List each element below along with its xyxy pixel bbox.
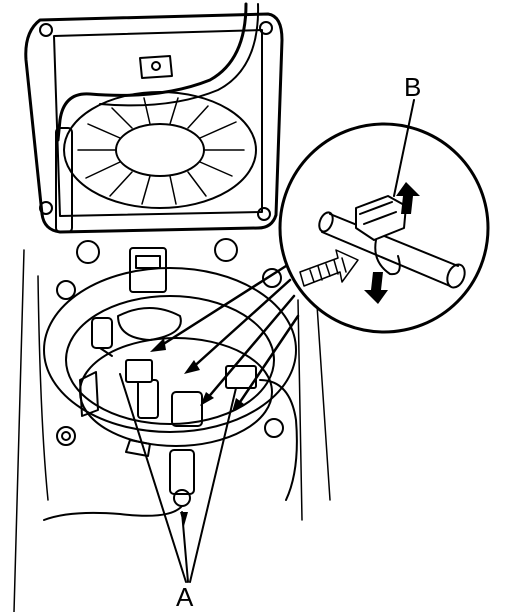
cover-bolt-icon bbox=[39, 201, 53, 215]
arrowhead-icon bbox=[184, 360, 200, 374]
cover-bolt-icon bbox=[39, 23, 53, 37]
cover-bolt-icon bbox=[259, 21, 273, 35]
lift-arrow-up-icon bbox=[396, 182, 420, 214]
stud-bolt-icon bbox=[214, 238, 238, 262]
stud-bolt-icon bbox=[264, 418, 284, 438]
detail-circle bbox=[278, 99, 490, 334]
access-cover bbox=[24, 2, 284, 234]
arrowhead-icon bbox=[232, 398, 244, 412]
arrowhead-icon bbox=[150, 338, 166, 352]
arrow-line bbox=[188, 278, 292, 372]
callout-label-b: B bbox=[404, 72, 422, 102]
callout-b-leader bbox=[393, 99, 415, 197]
arrow-line bbox=[204, 294, 296, 402]
callout-label-a: A bbox=[176, 582, 194, 612]
cover-bolt-icon bbox=[257, 207, 271, 221]
indicator-arrows bbox=[150, 264, 300, 412]
arrow-line bbox=[234, 314, 300, 410]
stud-bolt-icon bbox=[262, 268, 282, 288]
callout-a-leaders bbox=[119, 373, 237, 583]
arrowhead-icon bbox=[200, 392, 214, 406]
arrow-line bbox=[152, 264, 288, 352]
squeeze-arrow-icon bbox=[299, 249, 359, 287]
stud-bolt-icon bbox=[56, 280, 76, 300]
stud-bolt-icon bbox=[76, 240, 100, 264]
press-arrow-down-icon bbox=[364, 272, 388, 304]
stud-bolt-icon bbox=[56, 426, 76, 446]
arrowhead-icon bbox=[180, 512, 188, 526]
fuel-pump-assembly bbox=[13, 238, 331, 612]
